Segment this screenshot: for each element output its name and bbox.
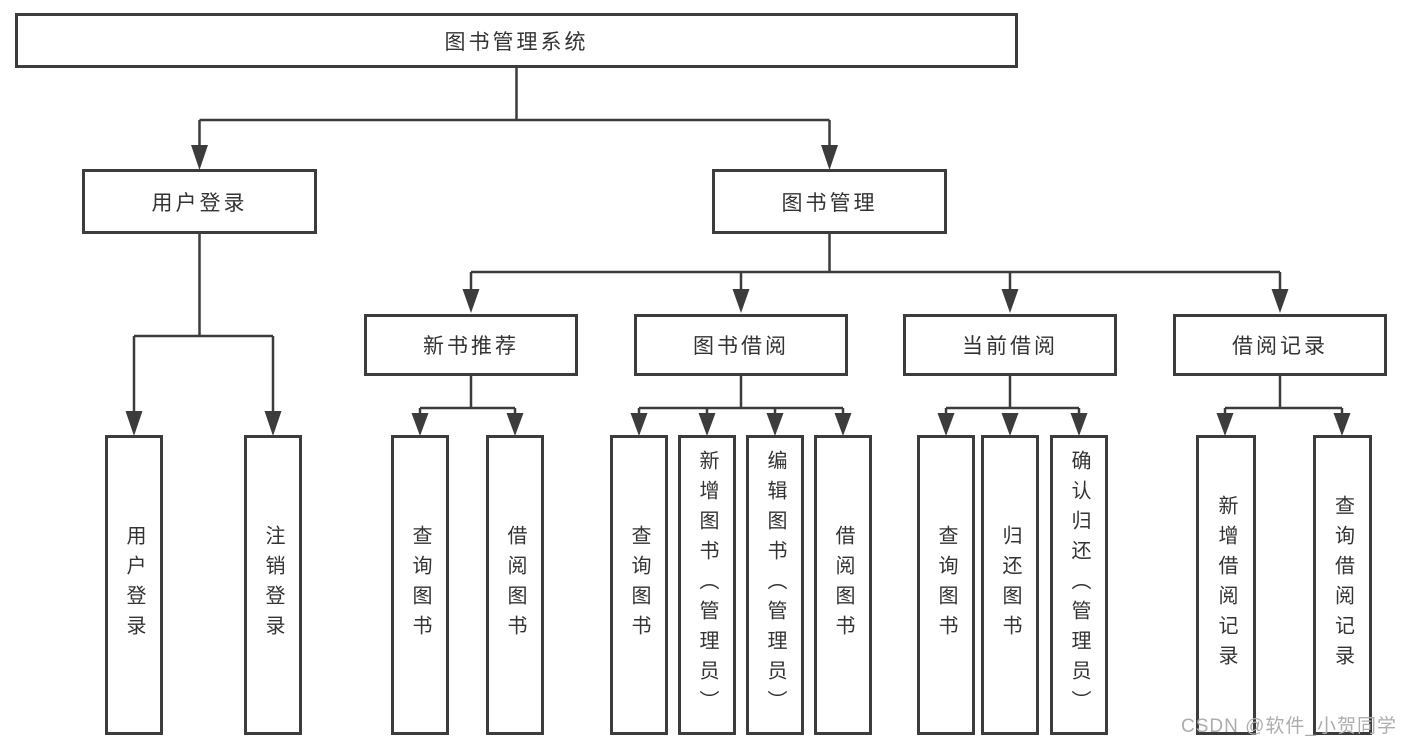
leaf-label: 借阅图书 bbox=[504, 525, 526, 645]
node-new-book-recommendation: 新书推荐 bbox=[364, 314, 578, 376]
arrow-down-icon bbox=[506, 413, 524, 436]
arrow-down-icon bbox=[411, 413, 429, 436]
edge-borrowing-records-to-leaves bbox=[1223, 374, 1344, 415]
node-user-login: 用户登录 bbox=[82, 169, 317, 234]
leaf-query-borrow-record: 查询借阅记录 bbox=[1313, 435, 1372, 735]
arrow-down-icon bbox=[191, 145, 208, 170]
arrow-down-icon bbox=[766, 413, 784, 436]
arrowhead-icons bbox=[125, 145, 1351, 436]
leaf-confirm-return-admin: 确认归还（管理员） bbox=[1050, 435, 1108, 735]
leaf-query-books-current: 查询图书 bbox=[917, 435, 975, 735]
leaf-edit-books-admin: 编辑图书（管理员） bbox=[746, 435, 804, 735]
node-library-management-system: 图书管理系统 bbox=[15, 13, 1018, 68]
arrow-down-icon bbox=[821, 145, 838, 170]
leaf-user-login: 用户登录 bbox=[105, 435, 163, 735]
arrow-down-icon bbox=[264, 411, 282, 436]
leaf-label: 借阅图书 bbox=[832, 525, 854, 645]
leaf-label: 确认归还（管理员） bbox=[1068, 450, 1090, 720]
leaf-borrow-books: 借阅图书 bbox=[814, 435, 872, 735]
leaf-query-books-recommend: 查询图书 bbox=[391, 435, 449, 735]
arrow-down-icon bbox=[1271, 289, 1289, 313]
edge-new-book-recommend-to-leaves bbox=[418, 374, 517, 415]
leaf-borrow-books-recommend: 借阅图书 bbox=[486, 435, 544, 735]
arrow-down-icon bbox=[630, 413, 648, 436]
arrow-down-icon bbox=[698, 413, 716, 436]
node-borrowing-records: 借阅记录 bbox=[1173, 314, 1387, 376]
leaf-label: 查询图书 bbox=[935, 525, 957, 645]
leaf-query-books-borrow: 查询图书 bbox=[610, 435, 668, 735]
arrow-down-icon bbox=[732, 289, 750, 313]
node-book-borrowing: 图书借阅 bbox=[634, 314, 848, 376]
leaf-add-borrow-record: 新增借阅记录 bbox=[1196, 435, 1256, 735]
edge-user-login-to-leaves bbox=[132, 232, 275, 413]
node-current-borrowing: 当前借阅 bbox=[903, 314, 1117, 376]
edge-current-borrowing-to-leaves bbox=[944, 374, 1081, 415]
edge-root-to-level1 bbox=[198, 68, 831, 147]
leaf-add-books-admin: 新增图书（管理员） bbox=[678, 435, 736, 735]
leaf-return-books: 归还图书 bbox=[981, 435, 1039, 735]
watermark: CSDN @软件_小贺同学 bbox=[1181, 716, 1397, 737]
arrow-down-icon bbox=[462, 289, 480, 313]
arrow-down-icon bbox=[834, 413, 852, 436]
leaf-label: 查询图书 bbox=[409, 525, 431, 645]
leaf-label: 新增图书（管理员） bbox=[696, 450, 718, 720]
leaf-label: 编辑图书（管理员） bbox=[764, 450, 786, 720]
leaf-label: 新增借阅记录 bbox=[1215, 495, 1237, 675]
connector-lines bbox=[132, 68, 1344, 415]
node-book-management: 图书管理 bbox=[712, 169, 947, 234]
edge-book-borrowing-to-leaves bbox=[637, 374, 845, 415]
leaf-label: 注销登录 bbox=[262, 525, 284, 645]
leaf-label: 查询借阅记录 bbox=[1331, 495, 1354, 675]
edge-book-management-to-level2 bbox=[469, 232, 1282, 291]
leaf-label: 查询图书 bbox=[628, 525, 650, 645]
arrow-down-icon bbox=[1333, 413, 1351, 436]
arrow-down-icon bbox=[1070, 413, 1088, 436]
leaf-label: 用户登录 bbox=[123, 525, 145, 645]
arrow-down-icon bbox=[1216, 413, 1234, 436]
leaf-label: 归还图书 bbox=[999, 525, 1021, 645]
arrow-down-icon bbox=[125, 411, 143, 436]
arrow-down-icon bbox=[1001, 289, 1019, 313]
arrow-down-icon bbox=[937, 413, 955, 436]
arrow-down-icon bbox=[1001, 413, 1019, 436]
leaf-logout-login: 注销登录 bbox=[244, 435, 302, 735]
